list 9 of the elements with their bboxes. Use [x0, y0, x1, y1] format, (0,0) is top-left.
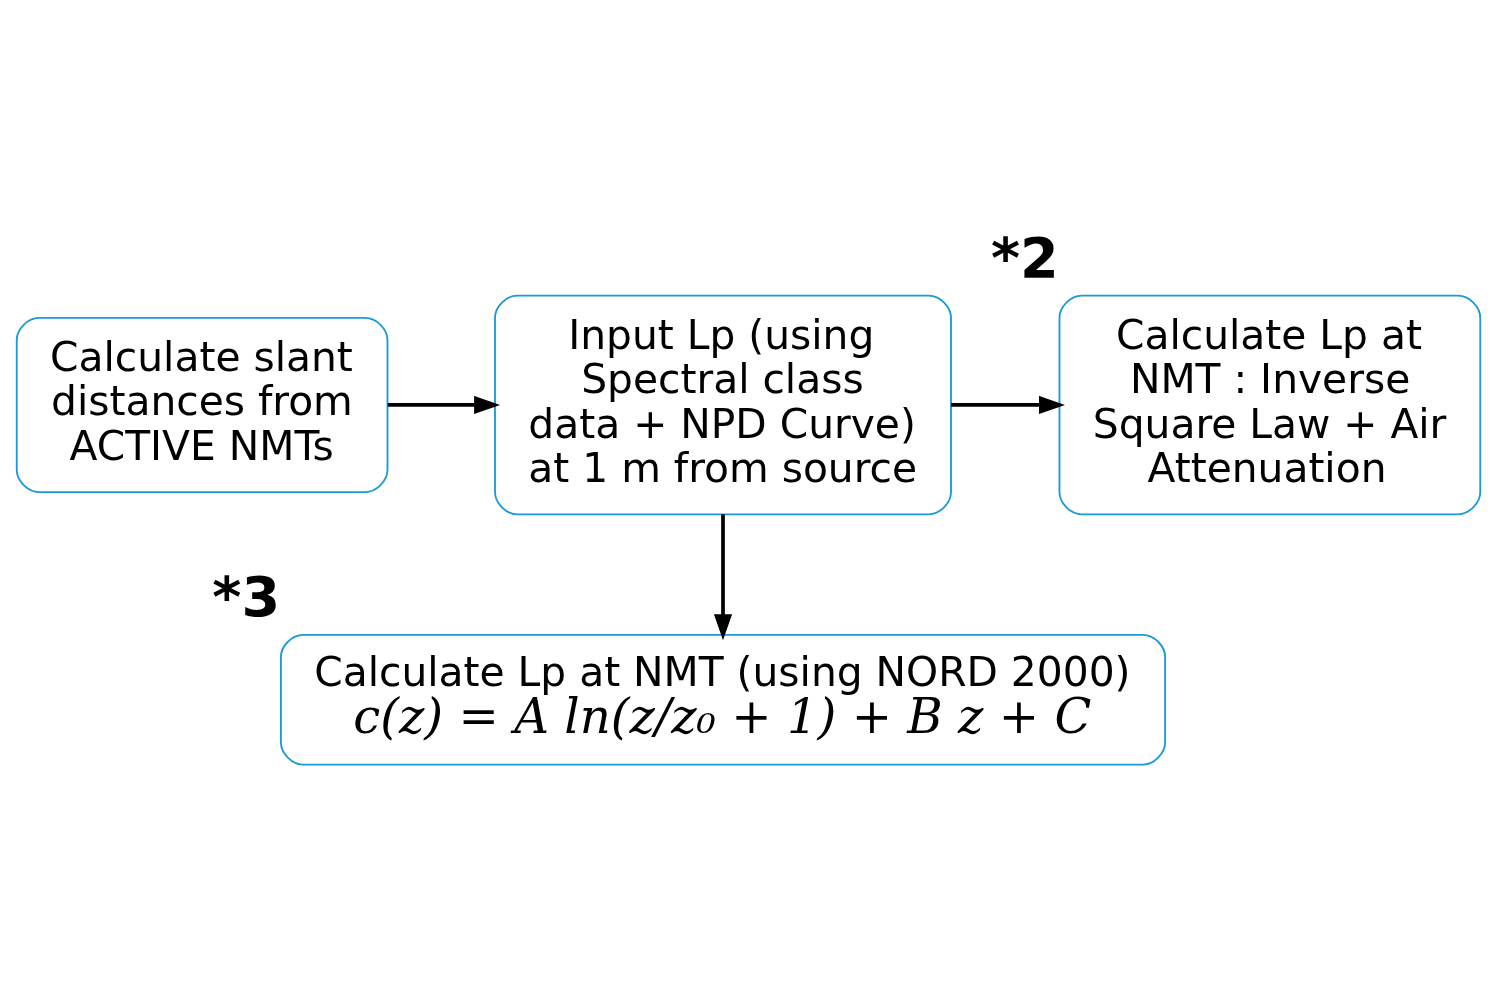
node-box: Calculate Lp at NMT : Inverse Square Law + Air Attenuation [1058, 294, 1482, 515]
node-label: *2 [990, 224, 1059, 290]
node-box: Calculate Lp at NMT (using NORD 2000) c(z) = A ln(z/z₀ + 1) + B z + C [279, 633, 1167, 765]
arrow [951, 395, 1065, 414]
node-label: *3 [212, 563, 281, 629]
node-box: Input Lp (using Spectral class data + NPD Curve) at 1 m from source [494, 294, 952, 515]
arrow [713, 513, 733, 640]
arrow [387, 395, 501, 414]
node-box: Calculate slant distances from ACTIVE NMTs [15, 316, 389, 493]
